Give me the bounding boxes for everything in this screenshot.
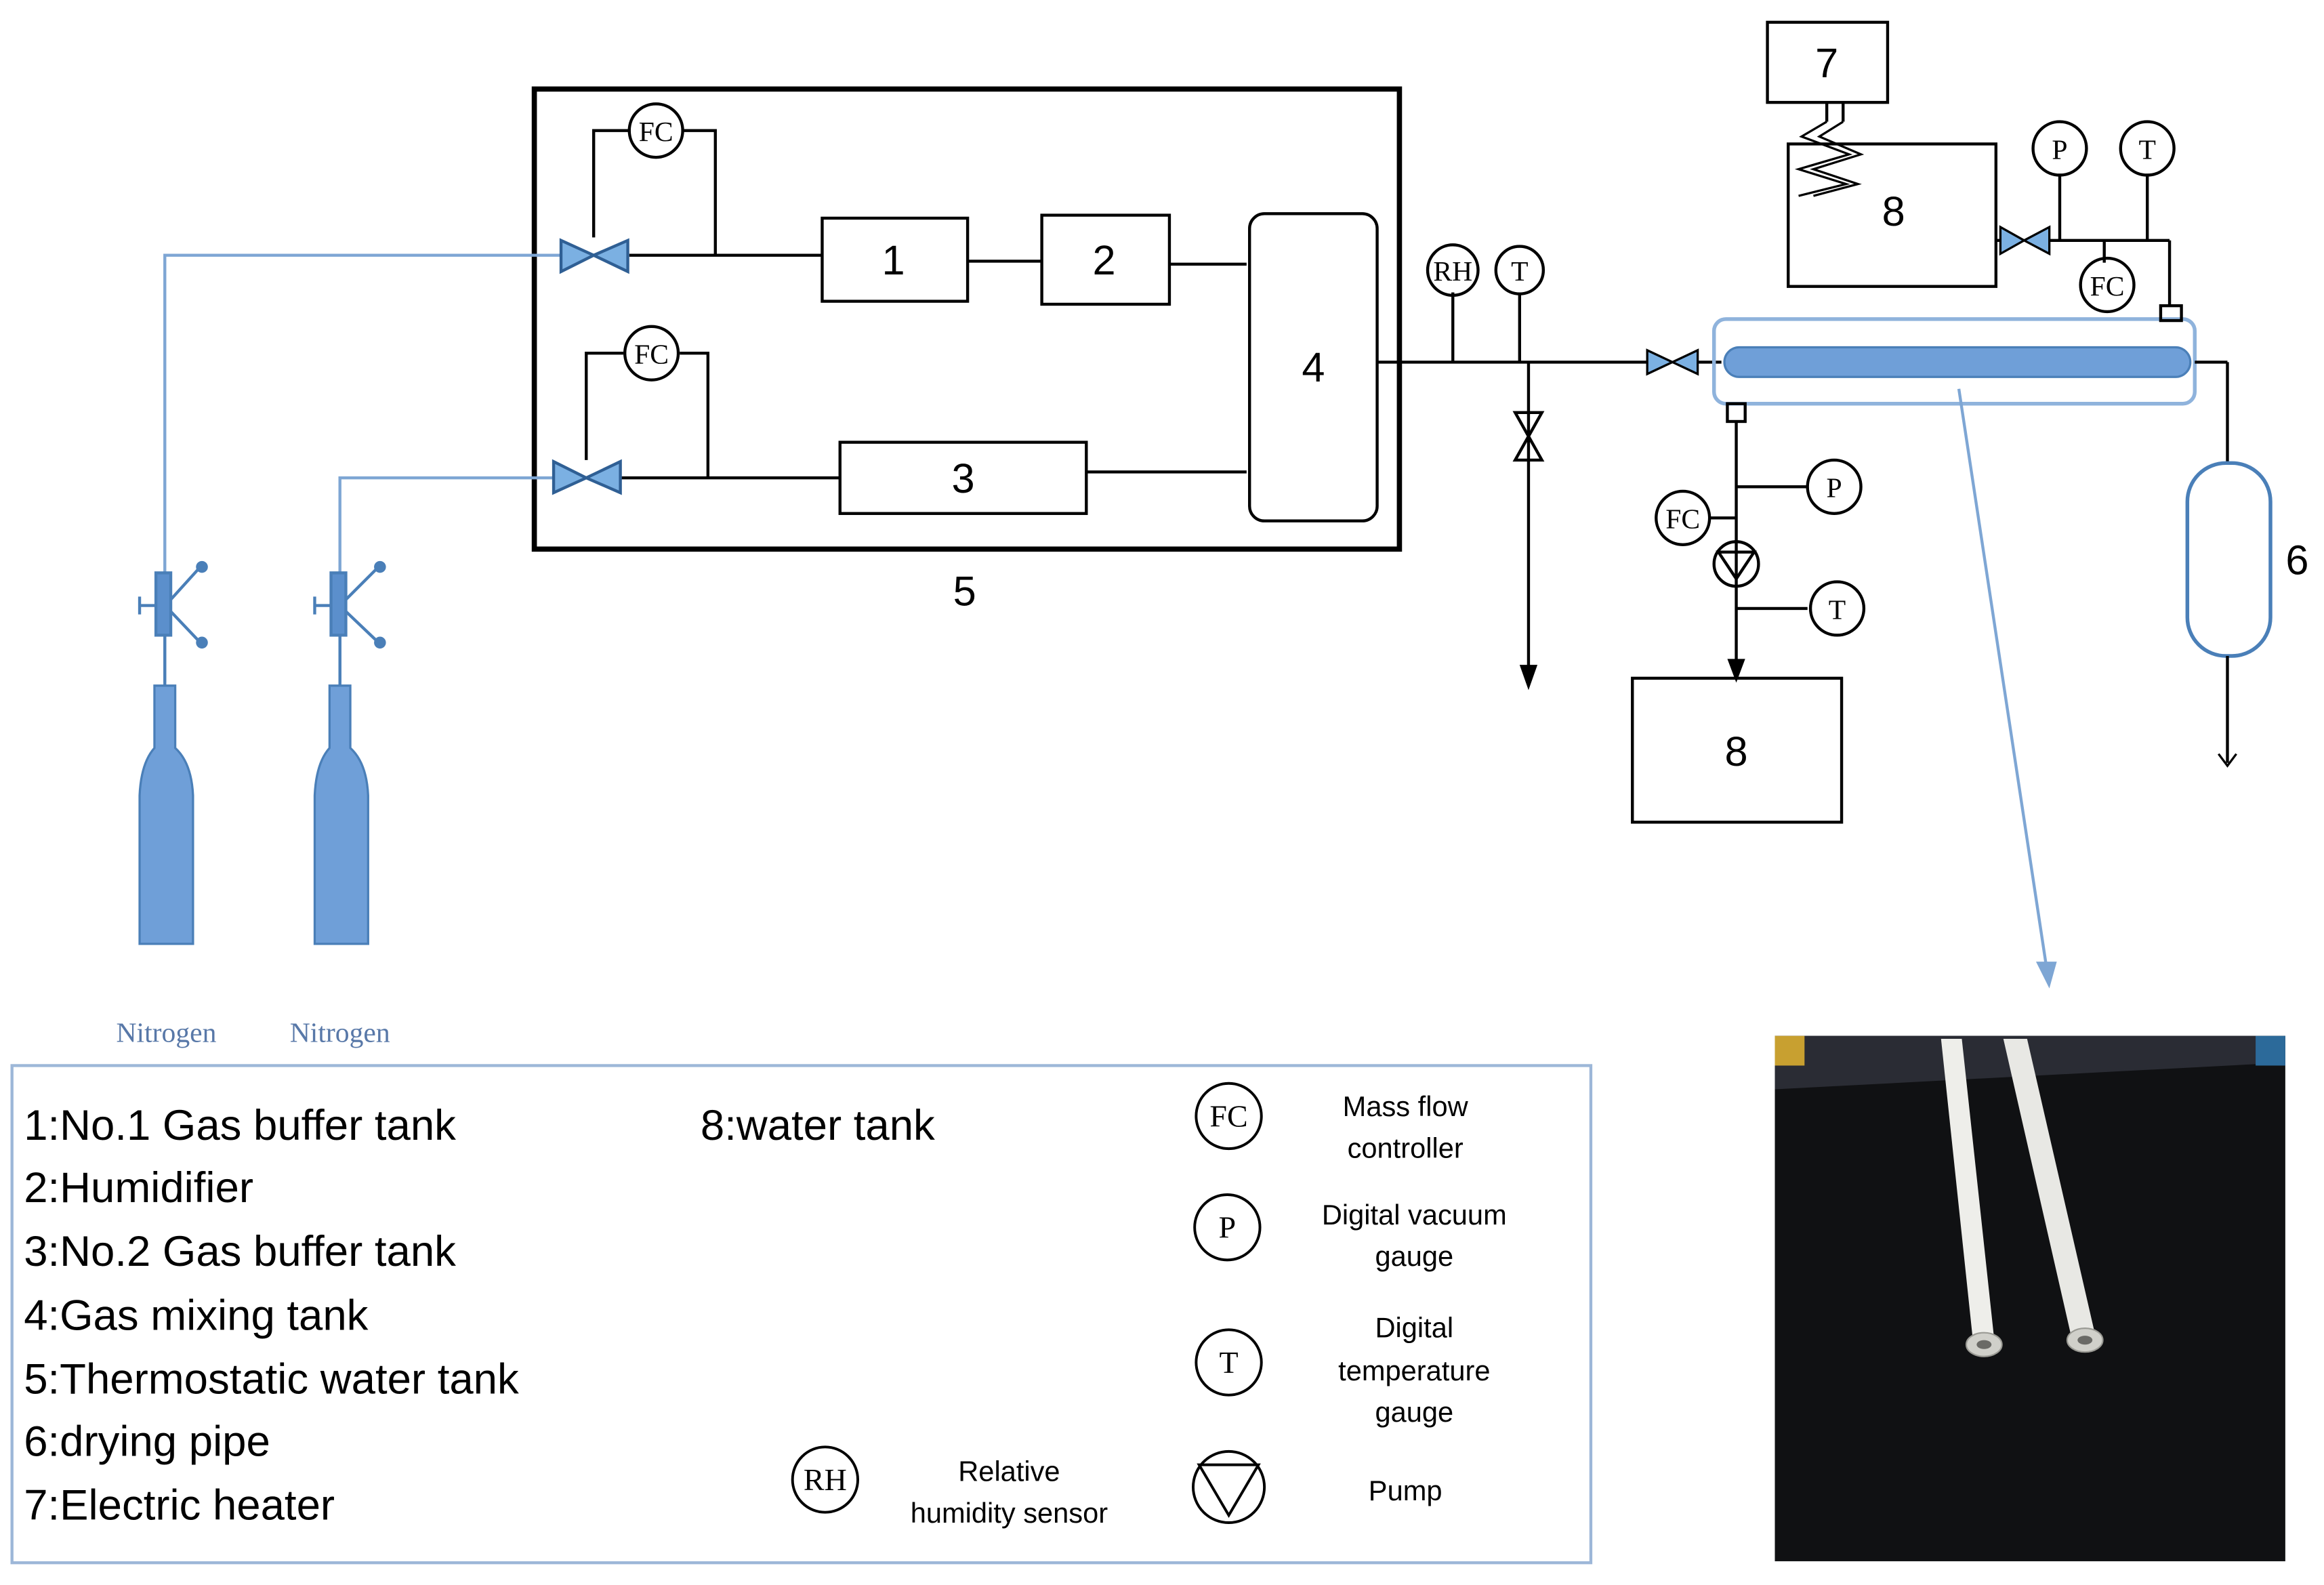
drying-pipe	[2185, 461, 2273, 658]
tube-port-bottom	[1726, 402, 1747, 424]
bottom-fc-label: FC	[1665, 504, 1700, 535]
label-2: 2	[1093, 236, 1116, 283]
legend-frame	[10, 1064, 1593, 1565]
sweep-fc-circle	[2079, 256, 2136, 314]
vent-valve-icon	[1512, 411, 1545, 462]
legend-rh-circle	[791, 1445, 860, 1514]
lower-fc-label: FC	[634, 339, 669, 371]
nitrogen-feed-line-1	[163, 253, 562, 683]
regulator-1-icon	[138, 560, 208, 686]
sweep-fc-label: FC	[2090, 271, 2125, 302]
rh-sensor-label: RH	[1433, 256, 1472, 287]
outlet-valve-icon	[1646, 348, 1699, 376]
legend-p-desc-1: Digital vacuum	[1322, 1199, 1507, 1231]
nitrogen-cylinder-2	[313, 684, 369, 945]
t-sensor-label-1: T	[1511, 256, 1528, 287]
legend-item-7: 7:Electric heater	[24, 1482, 335, 1529]
legend-p-letter: P	[1219, 1210, 1237, 1245]
bottom-t-circle	[1808, 580, 1866, 637]
bottom-t-label: T	[1829, 594, 1846, 625]
legend-rh-letter: RH	[804, 1462, 847, 1497]
label-5: 5	[953, 568, 976, 615]
sweep-p-circle	[2031, 120, 2088, 177]
lower-fc-circle	[623, 325, 680, 382]
t-sensor-circle-1	[1494, 245, 1545, 295]
legend-p-desc-2: gauge	[1375, 1240, 1453, 1272]
upper-fc-circle	[627, 102, 684, 159]
label-6: 6	[2285, 537, 2308, 583]
sweep-valve-icon	[1999, 225, 2051, 256]
callout-arrow-line	[1957, 388, 2050, 977]
bottom-p-label: P	[1827, 473, 1842, 504]
label-3: 3	[951, 455, 974, 501]
legend-t-desc-2: temperature	[1338, 1355, 1490, 1386]
legend-t-desc-1: Digital	[1375, 1311, 1454, 1343]
upper-inlet-valve-icon	[559, 238, 629, 274]
legend-t-circle	[1195, 1328, 1263, 1397]
thermostatic-water-tank-frame	[531, 86, 1403, 552]
bottom-fc-circle	[1655, 489, 1711, 546]
legend-fc-desc-2: controller	[1348, 1132, 1464, 1164]
legend-rh-desc-2: humidity sensor	[911, 1497, 1108, 1529]
membrane-tube	[1723, 346, 2192, 378]
label-4: 4	[1302, 344, 1325, 390]
pump-symbol	[1712, 540, 1760, 588]
legend-item-4: 4:Gas mixing tank	[24, 1292, 368, 1339]
legend-t-letter: T	[1220, 1345, 1239, 1380]
bottom-p-circle	[1806, 458, 1863, 515]
nitrogen-label-2: Nitrogen	[290, 1017, 390, 1048]
sweep-t-label: T	[2138, 134, 2155, 165]
legend-pump-triangle	[1197, 1463, 1261, 1518]
lower-inlet-valve-icon	[552, 459, 622, 495]
legend-fc-letter: FC	[1209, 1098, 1247, 1133]
legend-t-desc-3: gauge	[1375, 1396, 1453, 1428]
lower-fc-bypass-line	[585, 352, 624, 460]
legend-item-3: 3:No.2 Gas buffer tank	[24, 1228, 456, 1275]
box-2-humidifier	[1040, 213, 1171, 306]
regulator-2-icon	[313, 560, 386, 686]
upper-fc-bypass-return	[682, 129, 717, 255]
nitrogen-label-1: Nitrogen	[116, 1017, 216, 1048]
label-8-top: 8	[1882, 188, 1905, 234]
membrane-tube-photo	[1775, 1035, 2285, 1561]
rh-sensor-circle	[1426, 243, 1480, 297]
legend-item-6: 6:drying pipe	[24, 1418, 270, 1465]
sweep-t-circle	[2119, 120, 2176, 177]
legend-item-8: 8:water tank	[701, 1102, 935, 1149]
heater-coil-1	[1794, 121, 1853, 197]
box-1-gas-buffer-tank	[821, 216, 970, 303]
vent-arrow-icon	[1519, 665, 1538, 691]
legend-item-5: 5:Thermostatic water tank	[24, 1355, 519, 1403]
heater-coil-2	[1810, 121, 1865, 197]
legend-pump-circle	[1192, 1449, 1266, 1524]
upper-fc-bypass-line	[592, 129, 629, 238]
label-8-bottom: 8	[1725, 728, 1748, 775]
lower-fc-bypass-return	[680, 352, 710, 478]
legend-item-1: 1:No.1 Gas buffer tank	[24, 1102, 456, 1149]
label-7: 7	[1815, 39, 1838, 86]
legend-p-circle	[1193, 1193, 1262, 1262]
pump-arrow-icon	[1727, 659, 1745, 683]
legend-fc-desc-1: Mass flow	[1343, 1090, 1469, 1122]
box-3-gas-buffer-tank	[838, 440, 1088, 515]
nitrogen-feed-line-2	[338, 476, 554, 683]
pump-triangle	[1716, 550, 1757, 582]
callout-arrow-icon	[2035, 962, 2057, 989]
legend-pump-desc: Pump	[1369, 1475, 1443, 1506]
upper-fc-label: FC	[639, 117, 673, 148]
box-8-water-tank-top	[1787, 142, 1998, 288]
box-4-gas-mixing-tank	[1248, 212, 1379, 522]
legend-rh-desc-1: Relative	[958, 1456, 1060, 1487]
label-1: 1	[882, 236, 905, 283]
sweep-p-label: P	[2052, 134, 2067, 165]
legend-fc-circle	[1195, 1082, 1263, 1151]
nitrogen-cylinder-1	[138, 684, 194, 945]
tube-port-top	[2159, 304, 2183, 323]
legend-item-2: 2:Humidifier	[24, 1164, 253, 1212]
drying-outlet-arrow-icon	[2218, 753, 2237, 768]
